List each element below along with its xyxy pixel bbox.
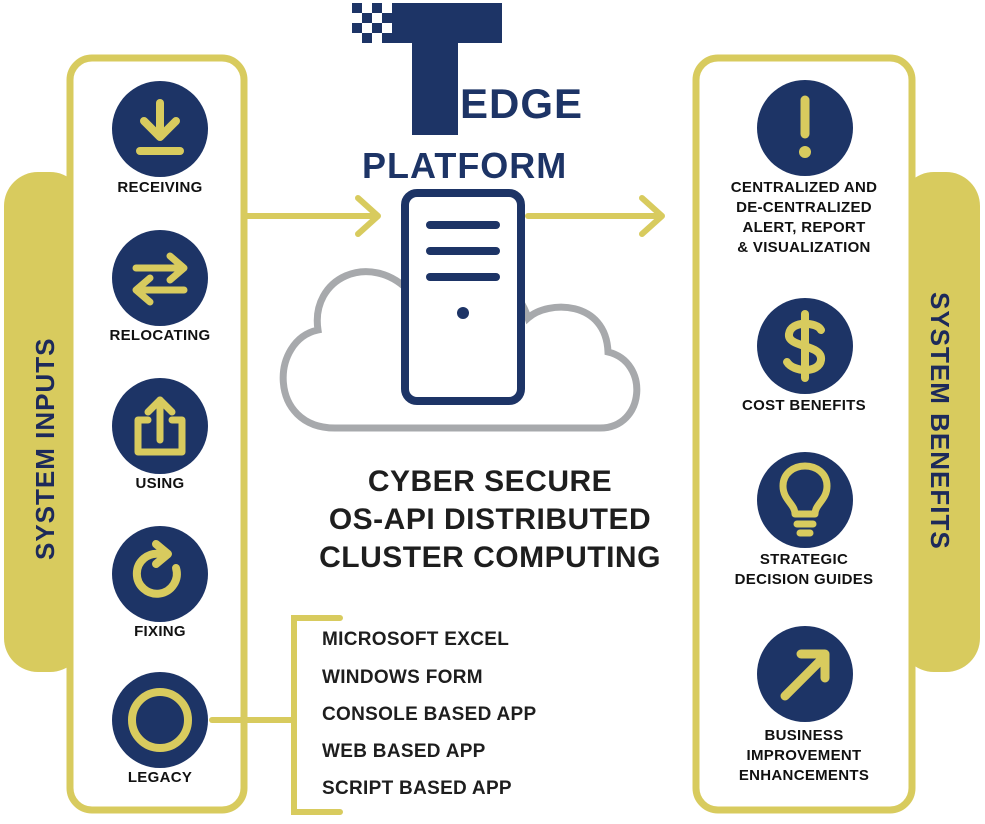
system-inputs-label: SYSTEM INPUTS <box>30 337 60 560</box>
benefit-label-cost: COST BENEFITS <box>742 397 866 414</box>
legacy-icon-circle <box>112 672 208 768</box>
improvement-icon-circle <box>757 626 853 722</box>
center-title-line2: OS-API DISTRIBUTED <box>328 503 652 536</box>
dollar-icon <box>783 310 825 382</box>
center-title-line1: CYBER SECURE <box>367 465 613 498</box>
exclamation-icon <box>799 95 811 158</box>
app-item: MICROSOFT EXCEL <box>322 629 510 650</box>
ring-icon <box>128 688 192 752</box>
benefit-label-alert: CENTRALIZED AND DE-CENTRALIZED ALERT, RE… <box>730 179 878 256</box>
input-label-using: USING <box>135 475 185 492</box>
system-benefits-label: SYSTEM BENEFITS <box>925 292 955 550</box>
benefits-tab <box>900 172 980 672</box>
alert-icon-circle <box>757 80 853 176</box>
app-item: SCRIPT BASED APP <box>322 778 512 799</box>
swap-arrows-icon <box>132 252 188 306</box>
fixing-icon-circle <box>112 526 208 622</box>
receiving-icon-circle <box>112 81 208 177</box>
input-label-receiving: RECEIVING <box>117 179 203 196</box>
benefit-label-improvement: BUSINESS IMPROVEMENT ENHANCEMENTS <box>738 727 870 784</box>
redo-icon <box>132 540 181 598</box>
input-label-fixing: FIXING <box>134 623 186 640</box>
lightbulb-icon <box>779 462 831 537</box>
app-item: WEB BASED APP <box>322 741 486 762</box>
cost-icon-circle <box>757 298 853 394</box>
benefits-panel <box>692 54 916 814</box>
center-title-line3: CLUSTER COMPUTING <box>319 541 661 574</box>
input-label-legacy: LEGACY <box>127 769 193 786</box>
app-item: CONSOLE BASED APP <box>322 704 537 725</box>
strategic-icon-circle <box>757 452 853 548</box>
benefit-label-strategic: STRATEGIC DECISION GUIDES <box>734 551 874 588</box>
using-icon-circle <box>112 378 208 474</box>
output-arrow <box>525 195 665 237</box>
logo-platform-text: PLATFORM <box>362 145 568 186</box>
input-label-relocating: RELOCATING <box>109 327 211 344</box>
inputs-tab <box>4 172 84 672</box>
upload-icon <box>134 396 186 456</box>
apps-bracket <box>209 615 343 815</box>
download-icon <box>136 99 184 155</box>
relocating-icon-circle <box>112 230 208 326</box>
server-icon <box>401 189 525 405</box>
logo-edge-text: EDGE <box>460 80 584 127</box>
growth-arrow-icon <box>780 649 830 701</box>
app-item: WINDOWS FORM <box>322 667 483 688</box>
input-arrow <box>244 195 381 237</box>
logo-mark <box>352 3 502 135</box>
